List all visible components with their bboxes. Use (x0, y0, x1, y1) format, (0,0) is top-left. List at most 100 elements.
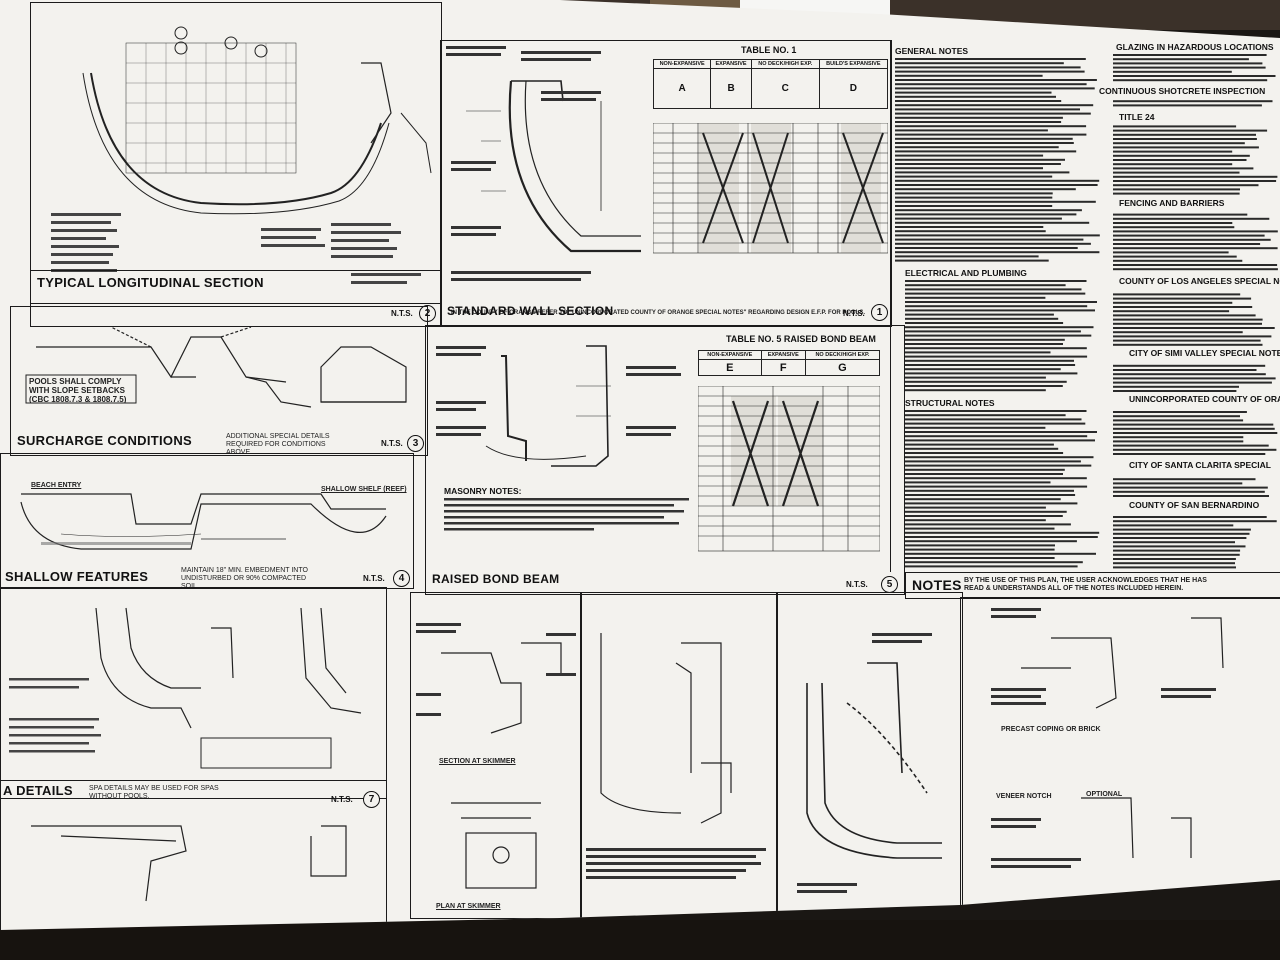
fine-print-line (905, 519, 1046, 522)
panel-7-subtitle: SPA DETAILS MAY BE USED FOR SPAS WITHOUT… (89, 785, 219, 800)
fine-print-line (1113, 171, 1240, 174)
table-5: NON-EXPANSIVE EXPANSIVE NO DECK/HIGH EXP… (698, 350, 881, 376)
fine-print-line (895, 150, 1077, 153)
fine-print-line (905, 460, 1081, 463)
table-5-col-g: G (804, 359, 881, 376)
fine-print-line (905, 477, 1087, 480)
fine-print-line (1113, 70, 1232, 73)
panel-4-scale: N.T.S. (363, 574, 385, 583)
orange-county-heading: UNINCORPORATED COUNTY OF ORANGE (1129, 394, 1280, 404)
fine-print-line (895, 58, 1086, 60)
fine-print-line (905, 464, 1092, 467)
panel-1-title: STANDARD WALL SECTION (447, 304, 614, 318)
panel-coping-details: PRECAST COPING OR BRICK VENEER NOTCH OPT… (960, 597, 1280, 909)
fine-print-line (1113, 495, 1269, 497)
table-5-title: TABLE NO. 5 RAISED BOND BEAM (726, 334, 876, 344)
panel-deep-end-ramp (776, 592, 963, 912)
table-1-title: TABLE NO. 1 (741, 45, 797, 55)
electrical-plumbing-heading: ELECTRICAL AND PLUMBING (905, 268, 1027, 278)
table-1-header-no-deck: NO DECK/HIGH EXP. (750, 59, 820, 69)
fine-print-line (1113, 58, 1249, 61)
fine-print-line (895, 242, 1091, 245)
fine-print-line (1113, 150, 1233, 153)
table-1-header-non-expansive: NON-EXPANSIVE (652, 59, 712, 69)
fine-print-line (905, 498, 1061, 501)
fine-print-line (1113, 448, 1277, 451)
fine-print-line (895, 108, 1080, 111)
fine-print-line (905, 414, 1066, 417)
fine-print-line (895, 226, 1044, 228)
fine-print-line (905, 305, 1088, 308)
beach-entry-label: BEACH ENTRY (31, 482, 82, 489)
fine-print-line (905, 351, 1051, 354)
fine-print-line (895, 192, 1053, 195)
table-1-grid (653, 123, 888, 254)
fine-print-line (1113, 558, 1236, 560)
panel-4-title: SHALLOW FEATURES (5, 569, 149, 584)
fine-print-line (895, 74, 1043, 77)
fine-print-line (905, 515, 1063, 517)
fine-print-line (1113, 75, 1276, 77)
fine-print-line (905, 317, 1059, 320)
panel-raised-bond-beam: MASONRY NOTES: TABLE NO. 5 RAISED BOND B… (425, 325, 905, 595)
panel-4-subtitle: MAINTAIN 18" MIN. EMBEDMENT INTO UNDISTU… (181, 567, 308, 589)
fine-print-line (905, 565, 1078, 568)
fine-print-line (905, 443, 1054, 446)
panel-3-scale: N.T.S. (381, 439, 403, 448)
la-county-heading: COUNTY OF LOS ANGELES SPECIAL NOTES (1119, 276, 1280, 286)
fine-print-line (1113, 486, 1268, 489)
fine-print-line (1113, 516, 1267, 518)
fine-print-line (1113, 373, 1266, 376)
precast-coping-label: PRECAST COPING OR BRICK (1001, 726, 1101, 733)
fine-print-line (1113, 251, 1229, 254)
floor-shadow (0, 920, 1280, 960)
fine-print-line (1113, 213, 1248, 216)
table-1-header-builds-expansive: BUILD'S EXPANSIVE (818, 59, 889, 69)
fine-print-line (895, 83, 1087, 86)
fine-print-line (905, 506, 1046, 509)
fine-print-line (905, 326, 1094, 329)
fine-print-line (1113, 322, 1262, 325)
fine-print-line (1113, 377, 1276, 380)
fine-print-line (1113, 545, 1246, 548)
fine-print-line (905, 527, 1055, 530)
fine-print-line (1113, 482, 1243, 485)
fine-print-line (905, 313, 1054, 316)
panel-shallow-features: BEACH ENTRY SHALLOW SHELF (REEF) SHALLOW… (0, 453, 414, 589)
title24-heading: TITLE 24 (1119, 112, 1155, 122)
light-niche-drawing (586, 633, 766, 879)
fine-print-line (1113, 230, 1278, 233)
panel-2-title: TYPICAL LONGITUDINAL SECTION (37, 275, 264, 290)
plan-at-skimmer-label: PLAN AT SKIMMER (436, 903, 501, 910)
table-5-col-e: E (698, 359, 762, 376)
fine-print-line (1113, 54, 1267, 56)
fine-print-line (905, 292, 1086, 295)
fine-print-line (905, 410, 1087, 412)
fine-print-line (905, 494, 1076, 496)
fine-print-line (1113, 301, 1233, 304)
fine-print-line (895, 196, 1053, 199)
fine-print-line (1113, 528, 1251, 531)
fine-print-line (905, 418, 1082, 421)
fine-print-line (1113, 310, 1230, 313)
fine-print-line (905, 426, 1046, 429)
fine-print-line (1113, 364, 1266, 367)
fine-print-line (895, 255, 1039, 258)
fine-print-line (905, 473, 1063, 475)
fine-print-line (1113, 238, 1271, 241)
fine-print-line (1113, 541, 1235, 544)
fine-print-line (1113, 314, 1256, 317)
slope-setback-drawing (25, 326, 407, 408)
table-1-col-d: D (818, 68, 889, 109)
panel-5-number: 5 (881, 576, 898, 593)
fine-print-line (1113, 175, 1278, 178)
notes-title: NOTES (912, 577, 962, 593)
deep-end-ramp-drawing (797, 633, 942, 893)
fine-print-line (895, 112, 1091, 115)
fine-print-line (905, 301, 1097, 303)
fine-print-line (895, 133, 1087, 136)
fine-print-line (1113, 293, 1241, 296)
fine-print-line (1113, 133, 1256, 136)
table-1-col-a: A (652, 68, 712, 109)
jurisdiction-notes-text (1113, 54, 1278, 569)
